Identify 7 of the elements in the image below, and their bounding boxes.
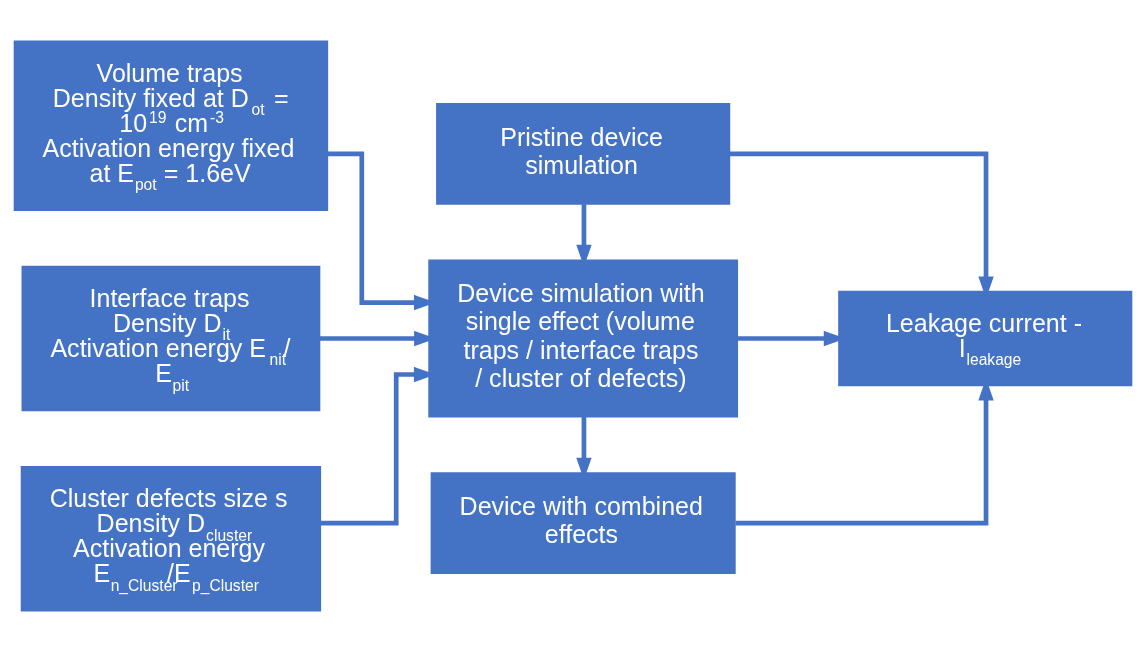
node-box: Device with combined effects	[430, 471, 736, 574]
node-box: Pristine device simulation	[436, 102, 731, 205]
node-box: Leakage current - I$_{leakage}$	[838, 290, 1133, 386]
node-box: Cluster defects size s Density D$_{cluster}$ Activation energy E$_{n_Cluster}$/E$_{p_Cluster}$	[20, 465, 322, 611]
node-box: Volume traps Density fixed at D$_{ot}$ = 10$^{19}$ cm$^{-3}$ Activation energy fixed at E$_{pot}$ = 1.6eV	[13, 40, 329, 211]
node-box: Interface traps Density D$_{it}$ Activation energy E$_{nit}$/ E$_{pit}$	[21, 265, 321, 411]
node-box: Device simulation with single effect (volume traps / interface traps / cluster of defects)	[428, 259, 739, 417]
